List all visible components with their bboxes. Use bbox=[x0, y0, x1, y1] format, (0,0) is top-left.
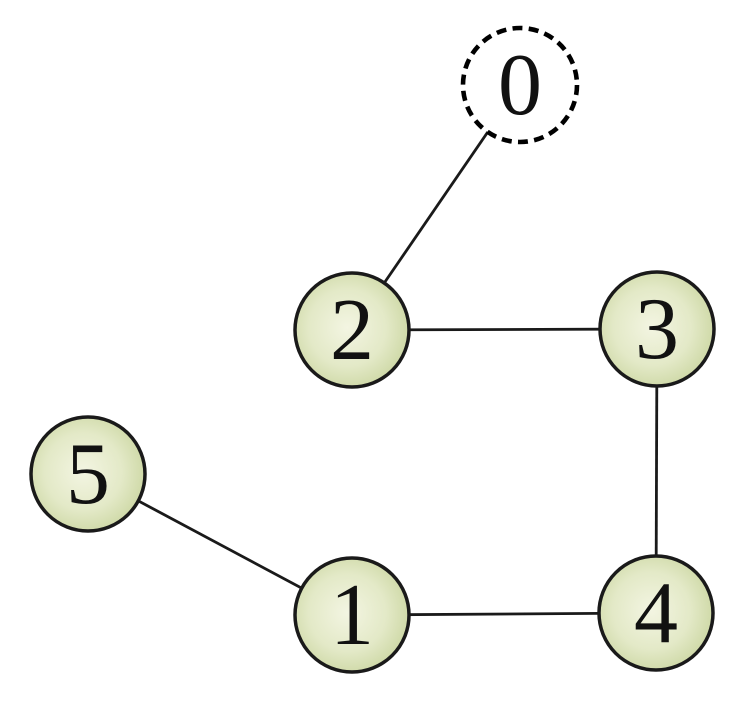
node-3-circle bbox=[598, 270, 716, 388]
node-0-label: 0 bbox=[498, 37, 542, 134]
node-5-label: 5 bbox=[66, 426, 110, 523]
node-layer bbox=[29, 25, 716, 674]
label-layer: 0 1 2 3 4 5 bbox=[66, 37, 679, 664]
node-2-label: 2 bbox=[330, 282, 374, 379]
node-0-circle bbox=[460, 25, 580, 145]
node-4-circle bbox=[597, 554, 715, 672]
node-5-circle bbox=[29, 415, 147, 533]
node-2-circle bbox=[293, 271, 411, 389]
node-1-label: 1 bbox=[330, 567, 374, 664]
node-4-label: 4 bbox=[634, 565, 678, 662]
node-1-circle bbox=[293, 556, 411, 674]
node-3-label: 3 bbox=[635, 281, 679, 378]
